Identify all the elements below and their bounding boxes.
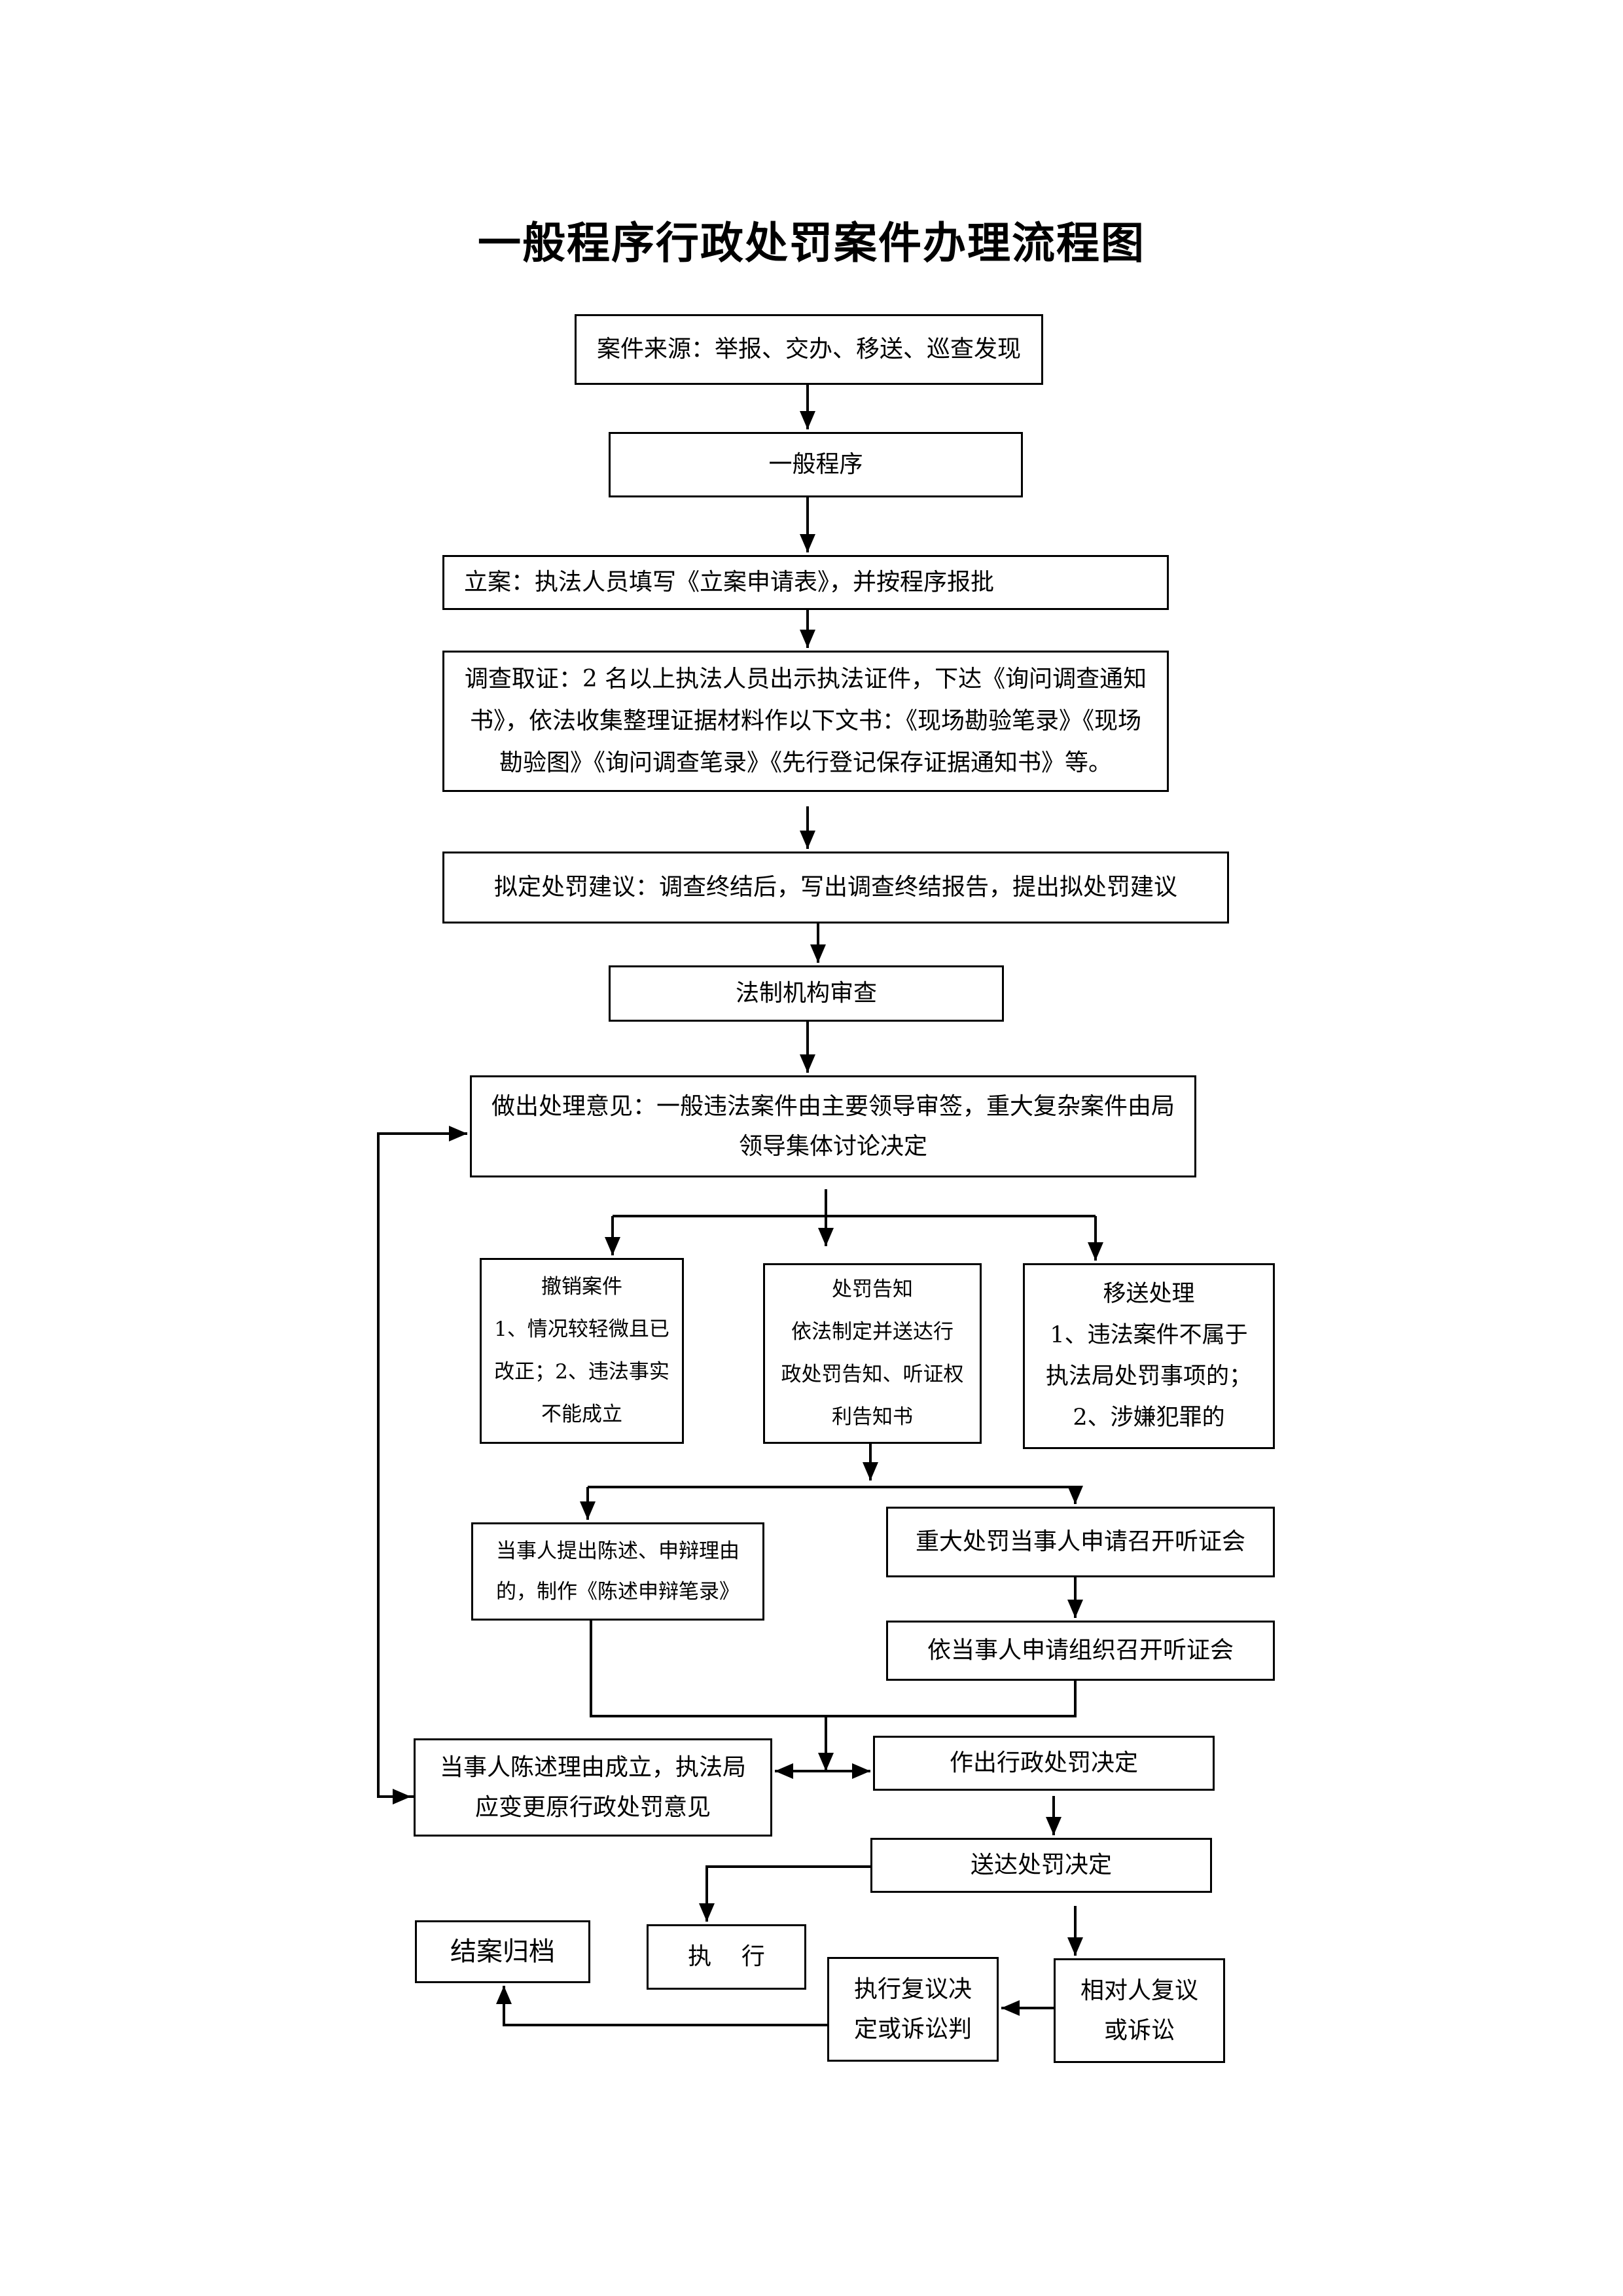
revoke-case-line: 改正；2、违法事实 [494, 1360, 669, 1384]
transfer-line: 执法局处罚事项的； [1045, 1363, 1252, 1390]
transfer-line: 2、涉嫌犯罪的 [1073, 1405, 1225, 1431]
change-opinion-box: 当事人陈述理由成立，执法局应变更原行政处罚意见 [414, 1738, 772, 1837]
hearing-organize-box: 依当事人申请组织召开听证会 [886, 1621, 1275, 1681]
deliver-text: 送达处罚决定 [970, 1852, 1112, 1879]
execute-text: 执 行 [688, 1943, 765, 1971]
penalty-notice-line: 利告知书 [832, 1405, 913, 1429]
change-opinion-text: 当事人陈述理由成立，执法局应变更原行政处罚意见 [439, 1753, 746, 1821]
transfer-box: 移送处理 1、违法案件不属于 执法局处罚事项的； 2、涉嫌犯罪的 [1023, 1263, 1275, 1449]
case-source-box: 案件来源：举报、交办、移送、巡查发现 [575, 314, 1043, 385]
opinion-box: 做出处理意见：一般违法案件由主要领导审签，重大复杂案件由局领导集体讨论决定 [470, 1075, 1196, 1177]
page-title: 一般程序行政处罚案件办理流程图 [478, 217, 1145, 268]
merge-lines [590, 1621, 1077, 1717]
archive-text: 结案归档 [450, 1937, 555, 1967]
execute-box: 执 行 [647, 1924, 806, 1990]
penalty-notice-title: 处罚告知 [832, 1277, 913, 1301]
transfer-title: 移送处理 [1103, 1281, 1195, 1307]
hearing-request-text: 重大处罚当事人申请召开听证会 [915, 1528, 1245, 1556]
execute-review-text: 执行复议决定或诉讼判 [853, 1975, 972, 2043]
statement-text: 当事人提出陈述、申辩理由的，制作《陈述申辩笔录》 [496, 1539, 740, 1604]
deliver-box: 送达处罚决定 [870, 1838, 1212, 1893]
filing-box: 立案：执法人员填写《立案申请表》，并按程序报批 [442, 555, 1169, 610]
hearing-request-box: 重大处罚当事人申请召开听证会 [886, 1507, 1275, 1577]
filing-text: 立案：执法人员填写《立案申请表》，并按程序报批 [464, 569, 995, 596]
execute-review-box: 执行复议决定或诉讼判 [827, 1957, 999, 2062]
revoke-case-box: 撤销案件 1、情况较轻微且已 改正；2、违法事实 不能成立 [480, 1258, 684, 1444]
transfer-line: 1、违法案件不属于 [1050, 1322, 1248, 1348]
hearing-organize-text: 依当事人申请组织召开听证会 [927, 1637, 1234, 1664]
archive-box: 结案归档 [415, 1920, 590, 1983]
investigation-text: 调查取证：2 名以上执法人员出示执法证件，下达《询问调查通知书》，依法收集整理证… [464, 665, 1147, 777]
general-procedure-box: 一般程序 [609, 432, 1023, 497]
penalty-notice-line: 依法制定并送达行 [791, 1319, 954, 1344]
proposal-text: 拟定处罚建议：调查终结后，写出调查终结报告，提出拟处罚建议 [493, 874, 1177, 901]
legal-review-box: 法制机构审查 [609, 965, 1004, 1022]
general-procedure-text: 一般程序 [768, 451, 863, 478]
investigation-box: 调查取证：2 名以上执法人员出示执法证件，下达《询问调查通知书》，依法收集整理证… [442, 651, 1169, 792]
penalty-notice-line: 政处罚告知、听证权 [781, 1363, 964, 1386]
branch-opinion [613, 1189, 1096, 1217]
revoke-case-line: 不能成立 [541, 1403, 622, 1427]
proposal-box: 拟定处罚建议：调查终结后，写出调查终结报告，提出拟处罚建议 [442, 852, 1229, 924]
opinion-text: 做出处理意见：一般违法案件由主要领导审签，重大复杂案件由局领导集体讨论决定 [491, 1092, 1175, 1160]
legal-review-text: 法制机构审查 [735, 980, 877, 1007]
feedback-loop [377, 1126, 467, 1798]
statement-box: 当事人提出陈述、申辩理由的，制作《陈述申辩笔录》 [471, 1522, 764, 1621]
case-source-text: 案件来源：举报、交办、移送、巡查发现 [596, 336, 1021, 363]
review-lawsuit-text: 相对人复议或诉讼 [1080, 1977, 1198, 2044]
decision-text: 作出行政处罚决定 [949, 1749, 1138, 1777]
arrow-execute-review-to-archive [496, 1986, 827, 2026]
arrow-deliver-to-execute [699, 1865, 870, 1922]
branch-notice [588, 1444, 1075, 1488]
revoke-case-title: 撤销案件 [541, 1274, 622, 1299]
decision-box: 作出行政处罚决定 [873, 1736, 1215, 1791]
review-lawsuit-box: 相对人复议或诉讼 [1054, 1958, 1225, 2063]
revoke-case-line: 1、情况较轻微且已 [494, 1317, 669, 1341]
penalty-notice-box: 处罚告知 依法制定并送达行 政处罚告知、听证权 利告知书 [763, 1263, 982, 1444]
